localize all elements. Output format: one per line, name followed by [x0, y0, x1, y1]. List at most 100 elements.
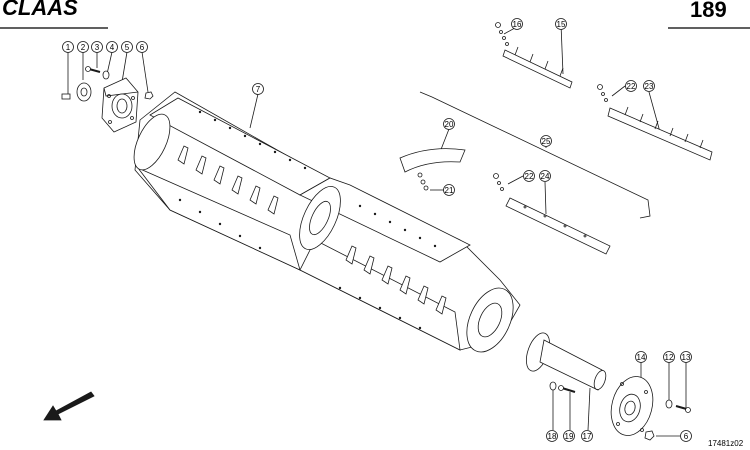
- leader-7: [249, 93, 259, 129]
- leader-22b: [507, 175, 524, 185]
- svg-text:17: 17: [583, 432, 592, 441]
- svg-text:15: 15: [557, 20, 566, 29]
- center-flange: [299, 186, 341, 250]
- callout-6b: 6: [680, 430, 692, 442]
- svg-text:5: 5: [125, 43, 130, 52]
- nut-6b: [644, 430, 655, 441]
- washer-16: [499, 30, 503, 34]
- callout-25: 25: [540, 135, 552, 147]
- callout-19: 19: [563, 430, 575, 442]
- wear-strip-24: [493, 173, 611, 255]
- feed-rotor: [133, 91, 521, 353]
- washer-22b: [500, 187, 504, 191]
- tine: [399, 275, 411, 295]
- nut-21: [423, 185, 429, 191]
- bearing-bore: [116, 98, 128, 114]
- washer-22: [601, 92, 605, 96]
- svg-text:7: 7: [256, 85, 261, 94]
- shaft-body: [539, 339, 603, 391]
- tine: [435, 295, 447, 315]
- callout-1: 1: [62, 41, 74, 53]
- svg-text:16: 16: [513, 20, 522, 29]
- tines-row-right: [345, 245, 447, 315]
- svg-text:3: 3: [95, 43, 100, 52]
- scraper-15: [495, 22, 573, 89]
- bolt-16-head: [495, 22, 501, 28]
- leader-23: [648, 91, 661, 133]
- svg-text:25: 25: [542, 137, 551, 146]
- rivet-holes: [178, 110, 437, 330]
- scraper-teeth: [624, 106, 704, 149]
- svg-text:12: 12: [665, 353, 674, 362]
- svg-text:23: 23: [645, 82, 654, 91]
- callout-21: 21: [443, 184, 455, 196]
- tine: [363, 255, 375, 275]
- callout-12: 12: [663, 351, 675, 363]
- arrow-down-left-icon: [43, 391, 95, 421]
- bearing-flange-14: [610, 362, 691, 441]
- tine: [231, 175, 243, 195]
- callout-23: 23: [643, 80, 655, 92]
- page-number: 189: [690, 0, 727, 22]
- washer-18: [549, 381, 557, 391]
- scraper-teeth: [514, 46, 564, 77]
- callouts-bearing: 1 2 3 4 5 6: [62, 41, 148, 53]
- bolt-13-head: [685, 407, 691, 413]
- flange-edge: [103, 87, 139, 97]
- callout-17: 17: [581, 430, 593, 442]
- bolt-19-head: [558, 385, 564, 391]
- callout-5: 5: [121, 41, 133, 53]
- callout-2: 2: [77, 41, 89, 53]
- flange-hub: [619, 393, 641, 423]
- tine: [195, 155, 207, 175]
- tine: [345, 245, 357, 265]
- scraper-23: [597, 84, 713, 161]
- svg-text:6: 6: [140, 43, 145, 52]
- callout-7: 7: [252, 83, 264, 95]
- leader-6a: [141, 51, 149, 93]
- leader-4: [106, 51, 113, 75]
- washer-22b: [497, 181, 501, 185]
- tine: [249, 185, 261, 205]
- svg-text:4: 4: [110, 43, 115, 52]
- bearing-assembly: [61, 51, 154, 133]
- header: CLAAS 189: [0, 0, 750, 29]
- washer-4: [102, 70, 110, 80]
- svg-text:22: 22: [525, 172, 534, 181]
- tine: [417, 285, 429, 305]
- tine: [267, 195, 279, 215]
- tine-bar-plate-lower-2: [299, 239, 461, 351]
- svg-text:18: 18: [548, 432, 557, 441]
- svg-text:1: 1: [66, 43, 71, 52]
- callout-4: 4: [106, 41, 118, 53]
- washer-21: [417, 172, 423, 178]
- svg-text:22: 22: [627, 82, 636, 91]
- callout-15: 15: [555, 18, 567, 30]
- svg-text:21: 21: [445, 186, 454, 195]
- flange-hole: [130, 116, 134, 120]
- strip-bar-24: [505, 197, 611, 255]
- flange-hole: [107, 94, 111, 98]
- scraper-bar-23: [607, 107, 713, 161]
- bushing-hole: [80, 87, 88, 97]
- bracket-rod-25: [419, 91, 651, 219]
- callout-20: 20: [443, 118, 455, 130]
- tine: [213, 165, 225, 185]
- curved-plate: [399, 148, 466, 173]
- bolt-22b-head: [493, 173, 499, 179]
- stub-shaft-17: [525, 332, 607, 431]
- tine: [381, 265, 393, 285]
- drawing-reference: 17481z02: [708, 439, 744, 448]
- svg-text:2: 2: [81, 43, 86, 52]
- svg-text:20: 20: [445, 120, 454, 129]
- callout-6a: 6: [136, 41, 148, 53]
- bolt-22-head: [597, 84, 603, 90]
- callout-22b: 22: [523, 170, 535, 182]
- svg-text:14: 14: [637, 353, 646, 362]
- flange-hole: [131, 96, 135, 100]
- nut-6: [144, 91, 154, 100]
- svg-text:19: 19: [565, 432, 574, 441]
- leader-20: [439, 128, 450, 153]
